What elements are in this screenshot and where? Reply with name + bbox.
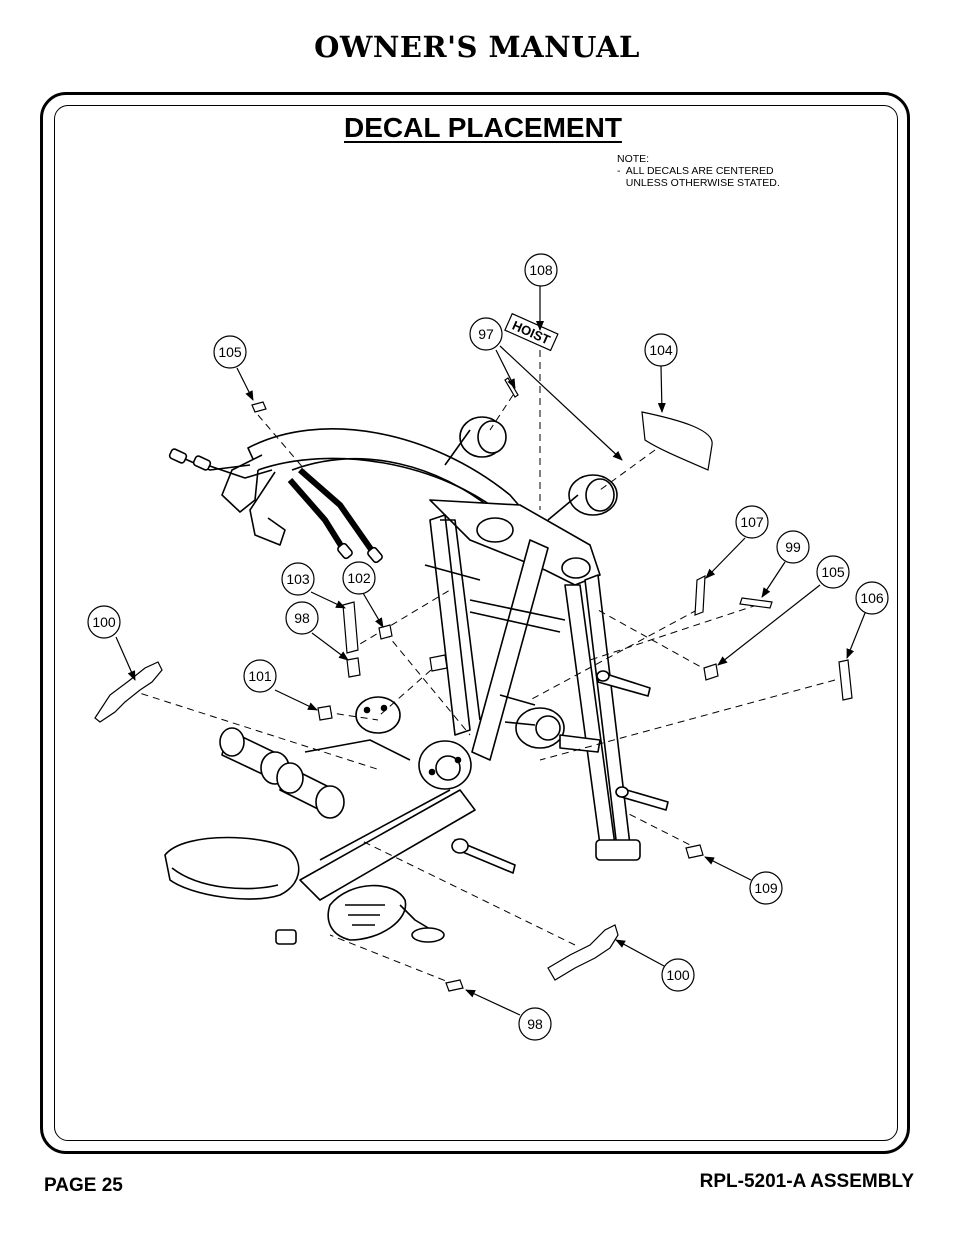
callout-107: 107 — [735, 505, 769, 539]
section-title: DECAL PLACEMENT — [344, 112, 622, 143]
page-border-outer — [40, 92, 910, 1154]
callout-106: 106 — [855, 581, 889, 615]
note-line-3: UNLESS OTHERWISE STATED. — [617, 177, 780, 189]
callout-104: 104 — [644, 333, 678, 367]
machine-frame — [164, 416, 669, 945]
svg-text:101: 101 — [248, 668, 272, 684]
callout-100-bottom: 100 — [661, 958, 695, 992]
callout-109: 109 — [749, 871, 783, 905]
callout-105-top: 105 — [213, 335, 247, 369]
callout-103: 103 — [281, 562, 315, 596]
svg-text:102: 102 — [347, 570, 371, 586]
callout-98-bottom: 98 — [518, 1007, 552, 1041]
note-line-2: - ALL DECALS ARE CENTERED — [617, 165, 774, 177]
svg-text:108: 108 — [529, 262, 553, 278]
placement-lines — [129, 350, 836, 986]
leader-arrows — [115, 286, 866, 1016]
logo-decal: HOIST — [504, 312, 559, 352]
svg-text:98: 98 — [294, 610, 310, 626]
callout-102: 102 — [342, 561, 376, 595]
callout-108: 108 — [524, 253, 558, 287]
callout-101: 101 — [243, 659, 277, 693]
callout-100-left: 100 — [87, 605, 121, 639]
page-border-inner — [54, 105, 898, 1141]
callout-105-right: 105 — [816, 555, 850, 589]
svg-text:100: 100 — [666, 967, 690, 983]
svg-text:99: 99 — [785, 539, 801, 555]
document-id: RPL-5201-A ASSEMBLY — [699, 1171, 914, 1192]
svg-text:105: 105 — [218, 344, 242, 360]
svg-text:107: 107 — [740, 514, 764, 530]
decal-note: NOTE: - ALL DECALS ARE CENTERED UNLESS O… — [617, 153, 780, 189]
svg-text:109: 109 — [754, 880, 778, 896]
svg-text:105: 105 — [821, 564, 845, 580]
svg-text:97: 97 — [478, 326, 494, 342]
manual-title: OWNER'S MANUAL — [314, 30, 640, 64]
svg-text:100: 100 — [92, 614, 116, 630]
callout-98-left: 98 — [285, 601, 319, 635]
svg-text:103: 103 — [286, 571, 310, 587]
svg-text:98: 98 — [527, 1016, 543, 1032]
svg-text:106: 106 — [860, 590, 884, 606]
decal-shapes: HOIST — [94, 312, 853, 992]
callout-97: 97 — [469, 317, 503, 351]
page-number: PAGE 25 — [44, 1175, 123, 1196]
callout-99: 99 — [776, 530, 810, 564]
note-line-1: NOTE: — [617, 153, 650, 165]
svg-text:104: 104 — [649, 342, 673, 358]
